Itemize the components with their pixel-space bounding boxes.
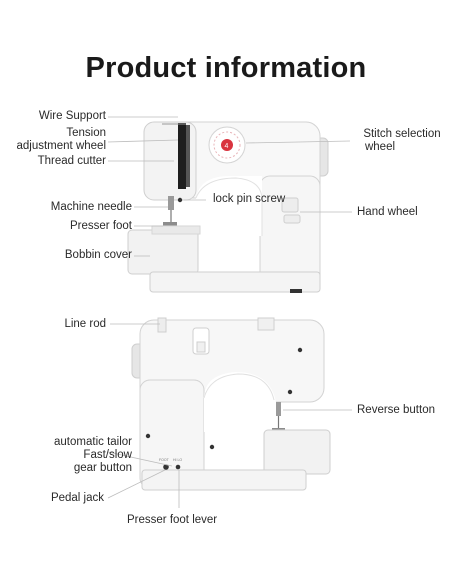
svg-text:HI LO: HI LO [173, 458, 182, 462]
label-automatic-tailor-line3: gear button [73, 462, 132, 474]
label-pedal-jack: Pedal jack [50, 492, 104, 504]
label-presser-foot-lever: Presser foot lever [127, 514, 218, 526]
bobbin-bed [127, 229, 199, 275]
label-lock-pin-screw: lock pin screw [213, 193, 286, 205]
line-rod-graphic [157, 317, 167, 333]
label-reverse-button: Reverse button [357, 404, 435, 416]
label-hand-wheel: Hand wheel [357, 206, 418, 218]
label-wire-support: Wire Support [38, 110, 106, 122]
label-thread-cutter: Thread cutter [37, 155, 106, 167]
label-tension-line2: adjustment wheel [16, 140, 107, 152]
rear-bed [263, 429, 331, 475]
svg-text:FOOT: FOOT [159, 458, 170, 462]
svg-text:4: 4 [225, 143, 229, 150]
label-presser-foot: Presser foot [70, 220, 132, 232]
machine-rear-view: FOOT HI LO [131, 317, 331, 491]
label-stitch-selection-line2: wheel [364, 141, 396, 153]
machine-base [149, 271, 321, 293]
label-automatic-tailor-line2: Fast/slow [83, 449, 132, 461]
rear-base [141, 469, 307, 491]
label-stitch-selection-line1: Stitch selection [363, 128, 441, 140]
pedal-jack-socket [163, 464, 169, 470]
leader-lines-bottom [107, 323, 352, 508]
needle-bar [168, 196, 174, 210]
leader-lines-top [107, 116, 352, 257]
label-automatic-tailor-line1: automatic tailor [54, 436, 132, 448]
presser-foot-graphic [163, 222, 177, 226]
page-title: Product information [85, 52, 367, 84]
tension-slot [178, 123, 186, 189]
dial-center [221, 139, 233, 151]
label-machine-needle: Machine needle [50, 201, 132, 213]
speed-button [175, 464, 181, 470]
label-line-rod: Line rod [64, 318, 106, 330]
label-bobbin-cover: Bobbin cover [64, 249, 132, 261]
label-tension-line1: Tension [66, 127, 106, 139]
machine-front-view: 4 [127, 121, 329, 293]
